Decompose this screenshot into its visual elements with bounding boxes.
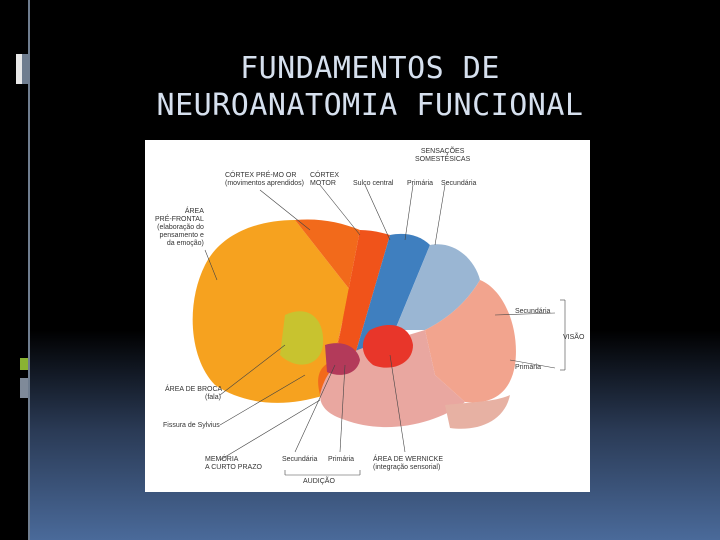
label-wernicke: ÁREA DE WERNICKE (integração sensorial): [373, 456, 443, 472]
label-primaria-bottom: Primária: [328, 456, 354, 464]
slide-title: FUNDAMENTOS DE NEUROANATOMIA FUNCIONAL: [60, 50, 680, 124]
green-accent-block: [20, 358, 28, 370]
label-sensacoes-line1: SENSAÇÕES: [415, 148, 470, 156]
label-visao: VISÃO: [563, 334, 584, 342]
label-wernicke-line1: ÁREA DE WERNICKE: [373, 456, 443, 464]
label-prefrontal-line4: pensamento e: [155, 232, 204, 240]
left-sidebar-edge: [28, 0, 30, 540]
label-fissura: Fissura de Sylvius: [163, 422, 220, 430]
label-memoria-line1: MEMÓRIA: [205, 456, 262, 464]
gray-accent-block: [20, 378, 28, 398]
label-cortex-motor: CÓRTEX MOTOR: [310, 172, 339, 188]
label-audicao: AUDIÇÃO: [303, 478, 335, 486]
label-broca-line1: ÁREA DE BROCA: [165, 386, 222, 394]
label-sensacoes: SENSAÇÕES SOMESTÉSICAS: [415, 148, 470, 164]
title-line-1: FUNDAMENTOS DE: [60, 50, 680, 87]
label-prefrontal-line5: da emoção): [155, 240, 204, 248]
top-accent-stripe: [22, 54, 28, 84]
label-secundaria-right: Secundária: [515, 308, 550, 316]
label-prefrontal-line3: (elaboração do: [155, 224, 204, 232]
label-sulco-central: Sulco central: [353, 180, 393, 188]
label-memoria-line2: A CURTO PRAZO: [205, 464, 262, 472]
label-cortex-premotor-line2: (movimentos aprendidos): [225, 180, 304, 188]
label-cortex-motor-line2: MOTOR: [310, 180, 339, 188]
label-prefrontal-line1: ÁREA: [155, 208, 204, 216]
label-cortex-premotor: CÓRTEX PRÉ-MO OR (movimentos aprendidos): [225, 172, 304, 188]
label-wernicke-line2: (integração sensorial): [373, 464, 443, 472]
label-broca-line2: (fala): [165, 394, 222, 402]
title-line-2: NEUROANATOMIA FUNCIONAL: [60, 87, 680, 124]
label-sensacoes-line2: SOMESTÉSICAS: [415, 156, 470, 164]
label-secundaria-top: Secundária: [441, 180, 476, 188]
broca-area: [280, 311, 323, 364]
label-area-prefrontal: ÁREA PRÉ-FRONTAL (elaboração do pensamen…: [155, 208, 204, 248]
label-primaria-right: Primária: [515, 364, 541, 372]
label-prefrontal-line2: PRÉ-FRONTAL: [155, 216, 204, 224]
label-cortex-motor-line1: CÓRTEX: [310, 172, 339, 180]
wernicke-area: [363, 325, 413, 368]
label-area-broca: ÁREA DE BROCA (fala): [165, 386, 222, 402]
brain-diagram: CÓRTEX PRÉ-MO OR (movimentos aprendidos)…: [145, 140, 590, 492]
label-cortex-premotor-line1: CÓRTEX PRÉ-MO OR: [225, 172, 304, 180]
label-secundaria-bottom: Secundária: [282, 456, 317, 464]
brain-illustration: [145, 140, 590, 492]
label-primaria-top: Primária: [407, 180, 433, 188]
label-memoria: MEMÓRIA A CURTO PRAZO: [205, 456, 262, 472]
